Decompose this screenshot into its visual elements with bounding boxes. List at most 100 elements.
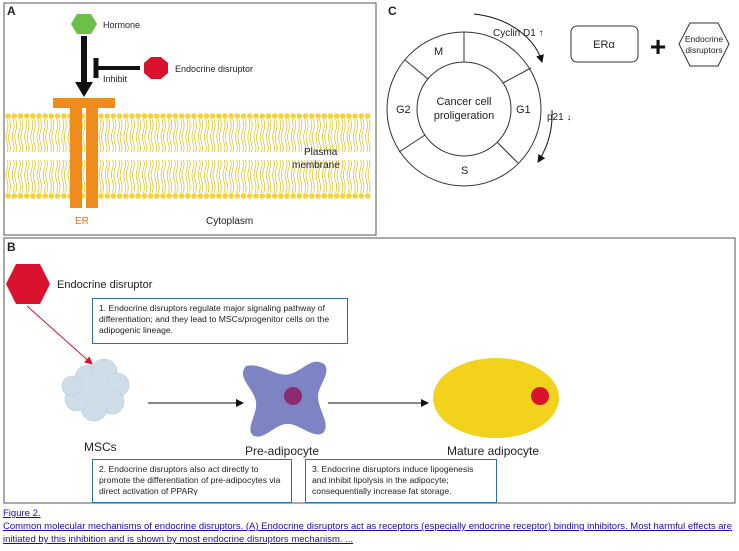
lipid-tail (204, 118, 210, 153)
lipid-head (98, 113, 104, 119)
lipid-tail (328, 159, 334, 194)
lipid-head (247, 113, 253, 119)
lipid-head (265, 193, 272, 199)
hormone-label: Hormone (103, 20, 140, 30)
lipid-tail (253, 159, 259, 194)
lipid-head (216, 193, 222, 199)
lipid-head (160, 113, 166, 119)
lipid-head (166, 113, 172, 119)
lipid-head (228, 113, 234, 119)
er-receptor (53, 98, 115, 208)
panel-a-letter: A (7, 4, 16, 18)
lipid-tail (241, 159, 247, 194)
lipid-head (253, 193, 259, 199)
lipid-head (284, 193, 290, 199)
lipid-head (54, 113, 61, 119)
lipid-tail (24, 159, 30, 194)
lipid-head (352, 113, 359, 119)
lipid-head (191, 113, 197, 119)
lipid-head (234, 193, 241, 199)
lipid-tail (235, 159, 241, 194)
lipid-head (327, 193, 334, 199)
lipid-head (98, 193, 104, 199)
lipid-tail (352, 118, 359, 153)
lipid-head (135, 113, 141, 119)
lipid-head (352, 193, 359, 199)
lipid-tail (117, 118, 123, 153)
lipid-tail (241, 118, 247, 153)
lipid-head (154, 113, 160, 119)
lipid-head (135, 193, 141, 199)
lipid-tail (24, 118, 30, 153)
disruptor-line-2: disruptors (685, 45, 722, 55)
lipid-tail (55, 118, 61, 153)
p21-arrow (537, 109, 553, 163)
panel-b-border (3, 237, 736, 504)
lipid-head (296, 113, 303, 119)
lipid-head (197, 193, 203, 199)
disruptor-hexagon-b (6, 264, 50, 304)
phase-m: M (434, 46, 443, 58)
lipid-head (340, 193, 346, 199)
caption-text-link[interactable]: Common molecular mechanisms of endocrine… (3, 521, 733, 545)
lipid-tail (228, 118, 235, 153)
lipid-tail (210, 159, 216, 194)
plus-symbol: + (650, 31, 666, 62)
lipid-head (203, 193, 210, 199)
membrane-label-1: Plasma (304, 147, 338, 158)
lipid-tail (197, 159, 204, 194)
lipid-tail (259, 159, 266, 194)
lipid-head (141, 113, 148, 119)
lipid-tail (365, 118, 371, 153)
lipid-tail (111, 159, 117, 194)
mature-label: Mature adipocyte (447, 444, 539, 458)
lipid-tail (117, 159, 123, 194)
disruptor-octagon-a (144, 57, 168, 79)
lipid-tail (160, 159, 166, 194)
preadipocyte-label: Pre-adipocyte (245, 444, 319, 458)
lipid-head (321, 113, 328, 119)
lipid-head (116, 113, 123, 119)
figure-label-link[interactable]: Figure 2. (3, 508, 41, 519)
lipid-head (185, 113, 191, 119)
lipid-tail (216, 159, 222, 194)
lipid-head (209, 193, 216, 199)
lipid-tail (135, 159, 142, 194)
lipid-head (364, 113, 371, 119)
lipid-head (11, 113, 17, 119)
lipid-head (271, 193, 278, 199)
lipid-tail (216, 118, 222, 153)
p21-label: p21 ↓ (547, 112, 571, 123)
lipid-head (284, 113, 290, 119)
lipid-head (296, 193, 303, 199)
lipid-head (259, 193, 266, 199)
lipid-head (253, 113, 259, 119)
lipid-tail (123, 118, 129, 153)
lipid-tail (340, 118, 346, 153)
lipid-tail (315, 159, 321, 194)
phase-g2: G2 (396, 104, 411, 116)
lipid-tail (49, 118, 55, 153)
lipid-head (154, 193, 160, 199)
lipid-head (346, 193, 352, 199)
lipid-tail (253, 118, 259, 153)
lipid-tail (222, 159, 228, 194)
lipid-head (290, 193, 297, 199)
lipid-tail (129, 159, 135, 194)
lipid-tail (36, 159, 42, 194)
lipid-head (61, 113, 67, 119)
msc-label: MSCs (84, 440, 117, 454)
lipid-tail (111, 118, 117, 153)
lipid-head (17, 113, 24, 119)
lipid-head (30, 113, 36, 119)
lipid-head (191, 193, 197, 199)
lipid-tail (259, 118, 266, 153)
lipid-head (197, 113, 203, 119)
lipid-head (315, 193, 321, 199)
lipid-head (42, 113, 48, 119)
lipid-tail (359, 118, 365, 153)
lipid-head (302, 113, 309, 119)
mature-adipocyte-cell (433, 358, 559, 438)
lipid-head (160, 193, 166, 199)
figure-caption: Figure 2. Common molecular mechanisms of… (3, 507, 733, 546)
